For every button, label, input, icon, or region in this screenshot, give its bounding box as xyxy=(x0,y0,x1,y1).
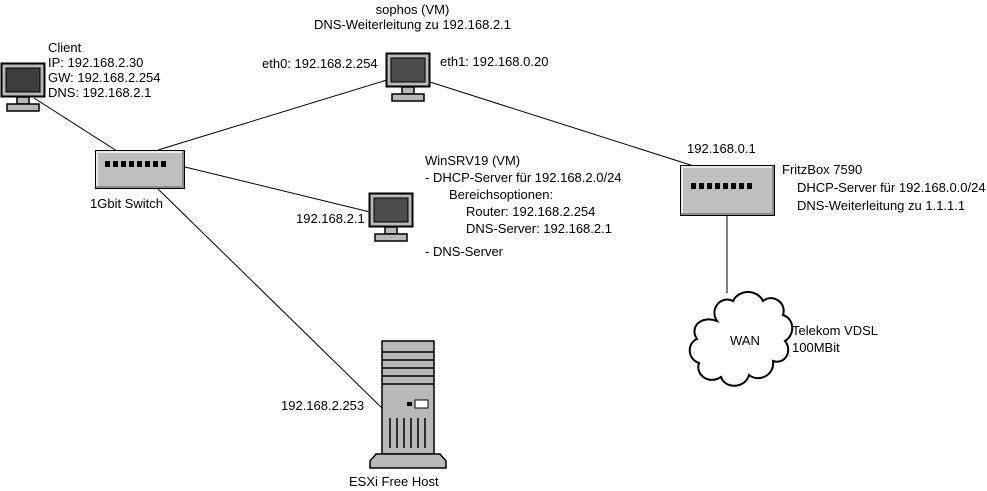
fritzbox-ports xyxy=(691,183,752,189)
connection-switch-winsrv xyxy=(184,166,371,213)
esxi-ip-label: 192.168.2.253 xyxy=(281,398,365,413)
client-dns: DNS: 192.168.2.1 xyxy=(48,85,152,100)
wan-bandwidth-line: 100MBit xyxy=(792,340,840,355)
esxi-node xyxy=(368,340,448,473)
winsrv-node xyxy=(368,192,414,247)
client-ip: IP: 192.168.2.30 xyxy=(48,55,144,70)
winsrv-dnsserver-line: - DNS-Server xyxy=(425,244,504,259)
winsrv-monitor-icon xyxy=(368,192,414,242)
switch-ports xyxy=(105,161,166,167)
esxi-label: ESXi Free Host xyxy=(349,474,439,489)
winsrv-dhcp-line: - DHCP-Server für 192.168.2.0/24 xyxy=(425,170,622,185)
fritzbox-router-icon xyxy=(680,165,775,216)
sophos-eth0-label: eth0: 192.168.2.254 xyxy=(262,56,378,71)
client-monitor-icon xyxy=(0,62,46,112)
winsrv-title: WinSRV19 (VM) xyxy=(425,153,521,168)
connection-switch-esxi xyxy=(157,188,385,411)
wan-node: WAN xyxy=(683,283,795,401)
fritzbox-labels: FritzBox 7590 DHCP-Server für 192.168.0.… xyxy=(782,161,986,215)
fritzbox-dhcp-line: DHCP-Server für 192.168.0.0/24 xyxy=(797,180,986,195)
wan-label: WAN xyxy=(730,333,760,348)
wan-link-labels: Telekom VDSL 100MBit xyxy=(792,322,878,356)
sophos-monitor-icon xyxy=(385,52,431,102)
fritzbox-ip-label: 192.168.0.1 xyxy=(687,141,756,156)
sophos-eth1-label: eth1: 192.168.0.20 xyxy=(440,54,549,69)
connection-client-switch xyxy=(33,97,121,154)
winsrv-ip-label: 192.168.2.1 xyxy=(296,211,365,226)
sophos-node xyxy=(385,52,431,107)
winsrv-scope-options-line: Bereichsoptionen: xyxy=(449,187,554,202)
connection-sophos-fritzbox xyxy=(429,81,701,169)
fritzbox-title: FritzBox 7590 xyxy=(782,162,863,177)
client-node xyxy=(0,62,46,117)
winsrv-router-line: Router: 192.168.2.254 xyxy=(466,204,596,219)
sophos-subtitle: DNS-Weiterleitung zu 192.168.2.1 xyxy=(313,17,512,32)
winsrv-dns-line: DNS-Server: 192.168.2.1 xyxy=(466,221,612,236)
client-gateway: GW: 192.168.2.254 xyxy=(48,70,161,85)
switch-icon xyxy=(95,150,185,189)
wan-provider-line: Telekom VDSL xyxy=(792,323,878,338)
winsrv-labels: WinSRV19 (VM) - DHCP-Server für 192.168.… xyxy=(425,152,622,260)
sophos-labels: sophos (VM) DNS-Weiterleitung zu 192.168… xyxy=(305,2,520,32)
client-title: Client xyxy=(48,40,82,55)
client-labels: Client IP: 192.168.2.30 GW: 192.168.2.25… xyxy=(48,40,161,100)
fritzbox-dns-line: DNS-Weiterleitung zu 1.1.1.1 xyxy=(797,198,966,213)
sophos-title: sophos (VM) xyxy=(375,2,450,17)
wan-cloud-icon xyxy=(688,291,794,387)
connection-switch-sophos xyxy=(157,79,388,151)
switch-label: 1Gbit Switch xyxy=(90,196,163,211)
esxi-server-tower-icon xyxy=(369,340,447,469)
